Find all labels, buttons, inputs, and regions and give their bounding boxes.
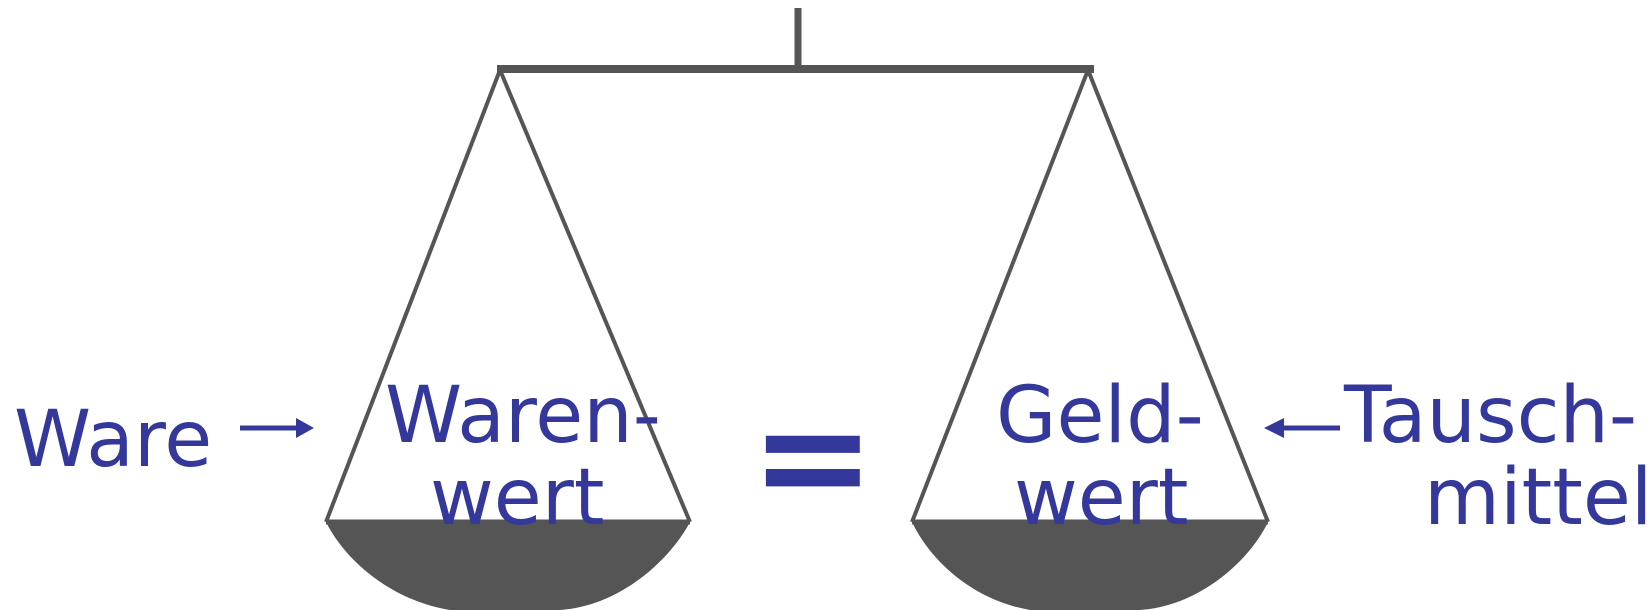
left-pan-string-right bbox=[498, 69, 692, 523]
arrow-right-icon bbox=[240, 418, 314, 438]
right-input-label-line2: mittel bbox=[1424, 453, 1648, 543]
right-input-label-line1: Tausch- bbox=[1343, 371, 1637, 461]
right-pan-string-left bbox=[910, 69, 1090, 523]
right-pan-label-line2: wert bbox=[1014, 453, 1188, 543]
left-pan-label-line1: Waren- bbox=[385, 371, 661, 461]
left-pan-label-line2: wert bbox=[430, 453, 604, 543]
equals-sign: = bbox=[750, 370, 876, 544]
left-input-label: Ware bbox=[14, 395, 212, 485]
right-pan-string-right bbox=[1086, 69, 1270, 523]
left-pan-string-left bbox=[324, 69, 502, 523]
right-pan-label-line1: Geld- bbox=[996, 371, 1204, 461]
arrow-left-icon bbox=[1264, 418, 1340, 438]
left-pan-bowl bbox=[326, 522, 690, 610]
right-pan-bowl bbox=[912, 522, 1268, 610]
